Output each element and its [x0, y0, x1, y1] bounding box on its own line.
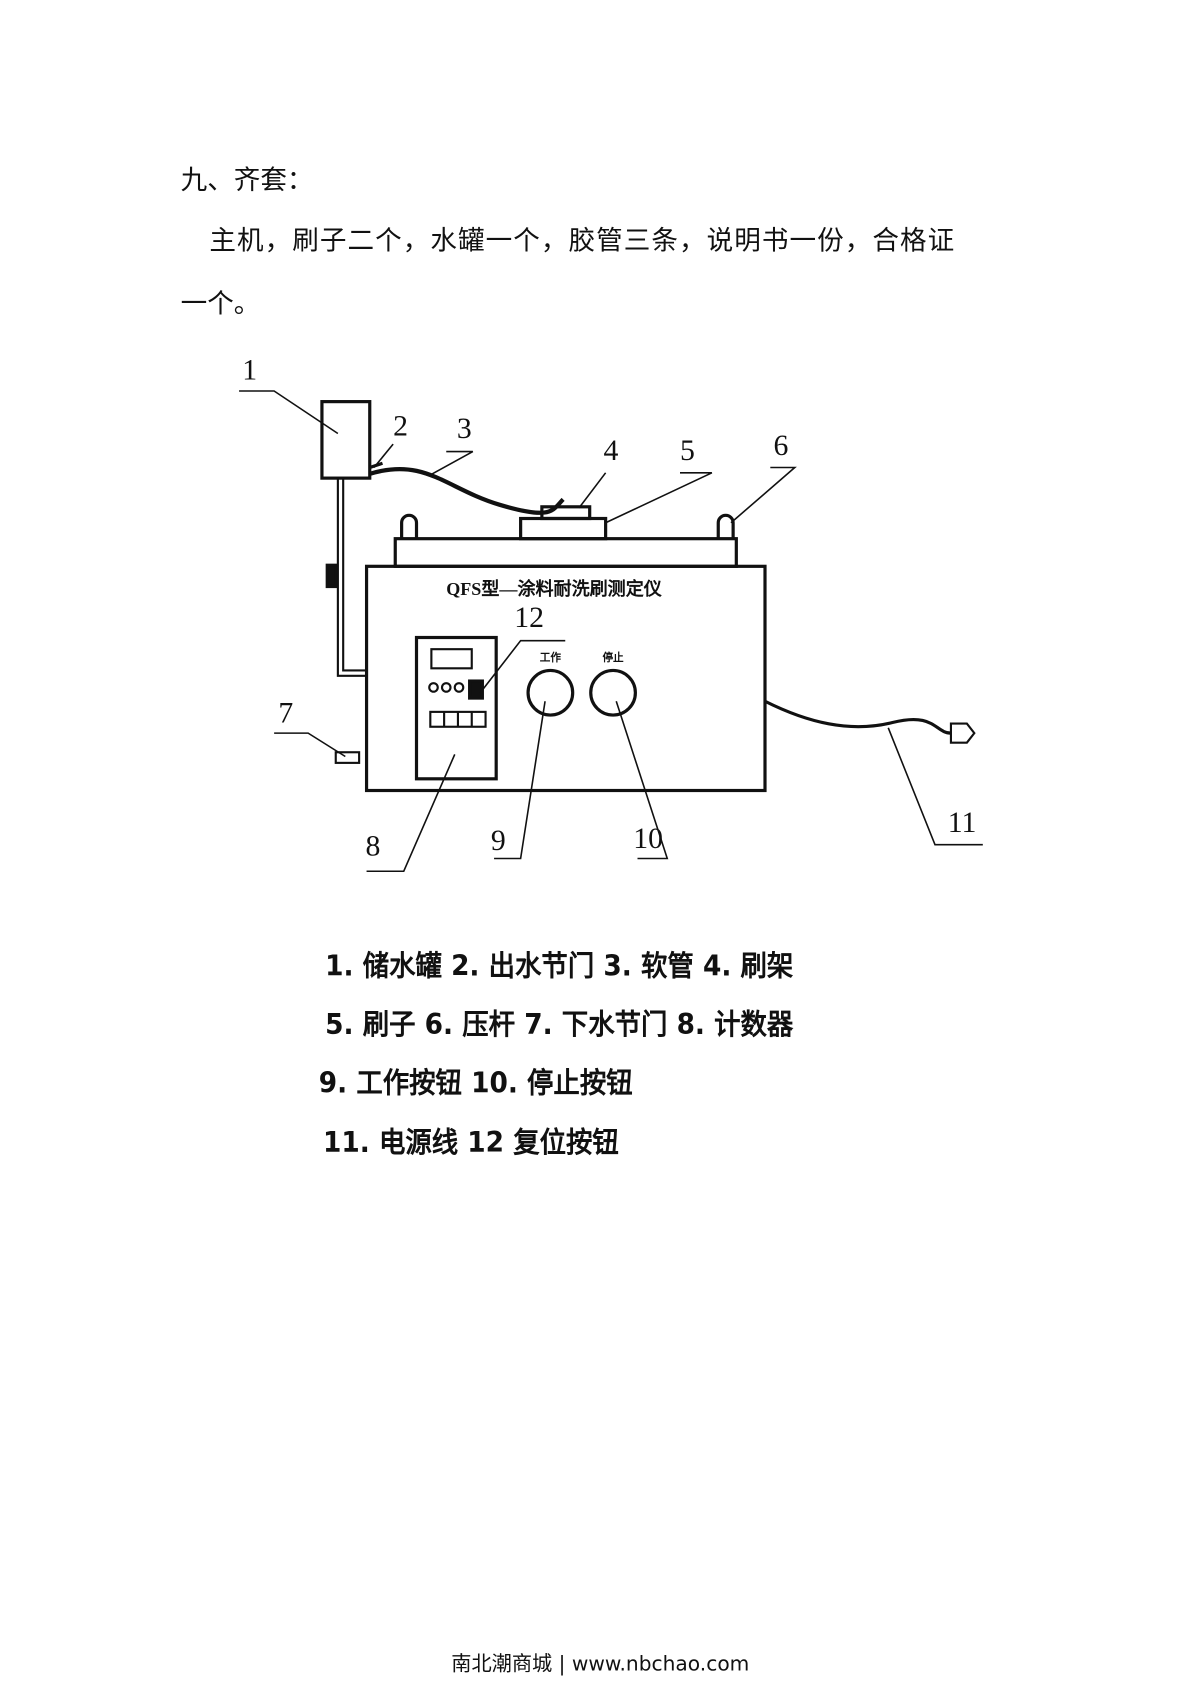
work-button[interactable] [526, 668, 575, 717]
legend-line-2: 5. 刷子 6. 压杆 7. 下水节门 8. 计数器 [325, 1008, 794, 1042]
power-cord [764, 699, 952, 735]
callout-11: 11 [948, 806, 977, 839]
callout-2: 2 [393, 410, 408, 443]
press-rod-right [716, 513, 735, 539]
legend-line-3: 9. 工作按钮 10. 停止按钮 [318, 1066, 633, 1100]
work-button-label: 工作 [540, 651, 562, 664]
callout-10: 10 [633, 822, 663, 855]
device-diagram: QFS型—涂料耐洗刷测定仪 工作 停止 [239, 353, 983, 873]
counter [414, 635, 498, 781]
water-tank [320, 400, 372, 480]
callout-1: 1 [242, 353, 257, 386]
main-unit [364, 564, 767, 793]
section-heading: 九、齐套： [180, 164, 314, 196]
paragraph-line-2: 一个。 [180, 287, 261, 319]
paragraph-line-1: 主机，刷子二个，水罐一个，胶管三条，说明书一份，合格证 [209, 225, 956, 257]
press-rod-left [400, 513, 419, 539]
hose [369, 466, 565, 515]
valve-knob [325, 563, 338, 589]
callout-4: 4 [604, 434, 619, 467]
legend-line-4: 11. 电源线 12 复位按钮 [323, 1126, 619, 1160]
reset-button[interactable] [468, 679, 484, 700]
callout-8: 8 [366, 829, 381, 862]
callout-5: 5 [680, 434, 695, 467]
callout-9: 9 [491, 824, 506, 857]
plug [949, 722, 976, 744]
stop-button-label: 停止 [602, 651, 624, 664]
legend-line-1: 1. 储水罐 2. 出水节门 3. 软管 4. 刷架 [325, 949, 794, 983]
stop-button[interactable] [589, 668, 637, 717]
footer-watermark: 南北潮商城 | www.nbchao.com [451, 1652, 750, 1676]
brush-holder [540, 505, 592, 521]
device-title: QFS型—涂料耐洗刷测定仪 [446, 578, 663, 599]
callout-6: 6 [774, 429, 789, 462]
brush [519, 516, 608, 541]
callout-3: 3 [457, 412, 472, 445]
drain-valve [334, 751, 361, 764]
callout-7: 7 [278, 697, 293, 730]
drain-pipe [336, 478, 367, 677]
callout-12: 12 [514, 601, 544, 634]
top-plate [393, 537, 738, 568]
